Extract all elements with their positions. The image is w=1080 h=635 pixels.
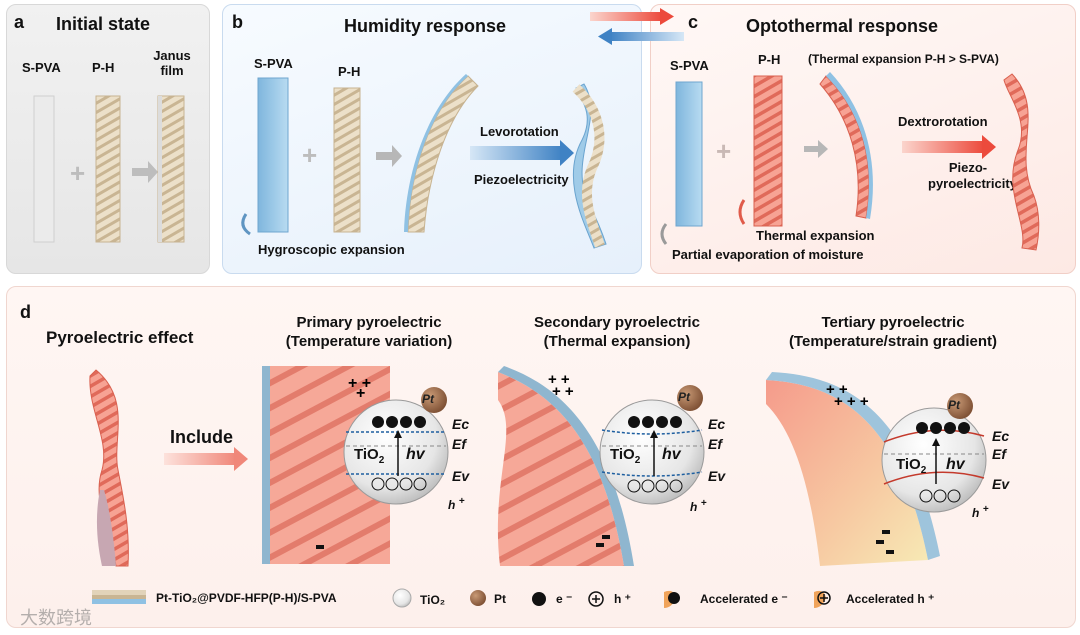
ec-label: Ec	[992, 428, 1010, 444]
svg-text:+ +: + +	[552, 383, 574, 400]
panel-c-title: Optothermal response	[746, 16, 939, 36]
exchange-arrows	[590, 8, 684, 45]
legend-pt-label: Pt	[494, 592, 506, 606]
tio2-label: TiO2	[896, 456, 927, 476]
label-s-pva-c: S-PVA	[670, 58, 709, 73]
tio2-sphere-primary	[343, 387, 449, 505]
label-p-h-b: P-H	[338, 64, 361, 79]
ev-label: Ev	[708, 468, 726, 484]
hv-label: hv	[406, 446, 425, 463]
hv-label: hv	[946, 456, 965, 473]
legend-e-label: e ⁻	[556, 592, 573, 606]
panel-b-films: +	[241, 74, 607, 249]
h-plus-label: h +	[448, 496, 465, 512]
band-diagram-tertiary: Pt TiO2 hv Ec Ef Ev h +	[876, 393, 1009, 520]
svg-text:+ +: + +	[826, 381, 848, 398]
ev-label: Ev	[452, 468, 470, 484]
hv-label: hv	[662, 446, 681, 463]
panel-a-films: +	[33, 95, 185, 243]
panel-a-letter: a	[14, 12, 25, 32]
label-p-h-c: P-H	[758, 52, 781, 67]
pt-label: Pt	[948, 398, 960, 412]
panel-c-letter: c	[688, 12, 699, 32]
label-p-h: P-H	[92, 60, 115, 75]
ef-label: Ef	[708, 436, 722, 452]
ev-label: Ev	[992, 476, 1010, 492]
tertiary-title: Tertiary pyroelectric (Temperature/strai…	[788, 314, 998, 350]
label-partial-evaporation: Partial evaporation of moisture	[672, 247, 864, 262]
label-dextrorotation: Dextrorotation	[898, 114, 988, 129]
legend-film-label: Pt-TiO₂@PVDF-HFP(P-H)/S-PVA	[156, 591, 337, 605]
panel-c-films: +	[660, 72, 1040, 251]
legend-tio2-label: TiO₂	[420, 593, 446, 607]
panel-b-letter: b	[232, 12, 243, 32]
tio2-label: TiO2	[610, 446, 641, 466]
primary-title: Primary pyroelectric (Temperature variat…	[285, 314, 453, 350]
tio2-label: TiO2	[354, 446, 385, 466]
label-hygroscopic-expansion: Hygroscopic expansion	[258, 242, 405, 257]
svg-text:+ +: + +	[548, 371, 570, 388]
label-s-pva: S-PVA	[22, 60, 61, 75]
label-piezoelectricity: Piezoelectricity	[474, 172, 569, 187]
pyroelectric-effect-heading: Pyroelectric effect	[46, 328, 194, 347]
ef-label: Ef	[452, 436, 466, 452]
band-diagram-primary: Pt TiO2 hv Ec Ef Ev h +	[338, 387, 469, 512]
label-thermal-expansion: Thermal expansion	[756, 228, 875, 243]
tio2-sphere-secondary	[599, 385, 705, 505]
tio2-sphere-tertiary	[881, 393, 987, 513]
include-label: Include	[170, 427, 234, 447]
pt-label: Pt	[678, 390, 690, 404]
legend-accelerated-e-label: Accelerated e ⁻	[700, 592, 788, 606]
label-piezo-pyroelectricity: Piezo- pyroelectricity	[928, 160, 1017, 191]
label-thermal-note: (Thermal expansion P-H > S-PVA)	[808, 52, 999, 66]
svg-text:+: +	[70, 158, 85, 188]
label-janus-film: Janus film	[153, 48, 191, 78]
panel-b-title: Humidity response	[344, 16, 507, 36]
band-diagram-secondary: Pt TiO2 hv Ec Ef Ev h +	[594, 385, 725, 514]
legend-accelerated-h-label: Accelerated h ⁺	[846, 592, 935, 606]
pt-label: Pt	[422, 392, 434, 406]
panel-d-letter: d	[20, 302, 31, 322]
svg-text:+: +	[716, 136, 731, 166]
svg-text:+: +	[302, 140, 317, 170]
label-levorotation: Levorotation	[480, 124, 559, 139]
ef-label: Ef	[992, 446, 1006, 462]
watermark: 大数跨境	[20, 608, 92, 628]
h-plus-label: h +	[972, 504, 989, 520]
svg-text:+: +	[356, 385, 365, 402]
svg-text:+ + +: + + +	[834, 393, 869, 410]
label-s-pva-b: S-PVA	[254, 56, 293, 71]
legend-h-label: h ⁺	[614, 592, 631, 606]
ec-label: Ec	[452, 416, 470, 432]
ec-label: Ec	[708, 416, 726, 432]
h-plus-label: h +	[690, 498, 707, 514]
svg-text:+ +: + +	[348, 375, 371, 392]
secondary-title: Secondary pyroelectric (Thermal expansio…	[534, 314, 700, 350]
panel-a-title: Initial state	[56, 14, 151, 34]
